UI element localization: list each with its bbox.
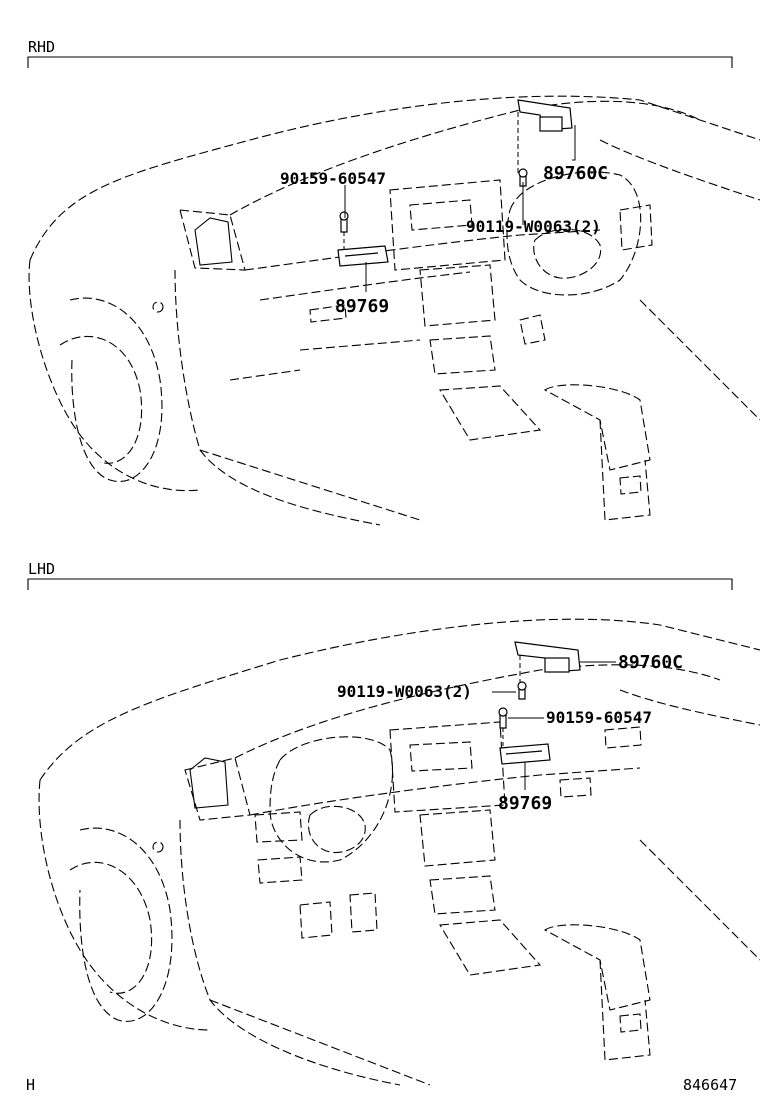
lhd-part-90159-screw bbox=[498, 707, 508, 748]
rhd-part-90159-screw bbox=[339, 211, 349, 250]
section-bracket-rhd bbox=[27, 56, 733, 68]
rhd-car-illustration bbox=[28, 95, 760, 526]
rhd-section: RHD bbox=[27, 38, 760, 526]
part-label-lhd-90159-60547: 90159-60547 bbox=[546, 708, 652, 727]
part-label-rhd-90119-w0063: 90119-W0063(2) bbox=[466, 217, 601, 236]
footer-left-code: H bbox=[26, 1076, 35, 1094]
section-label-rhd: RHD bbox=[28, 38, 55, 56]
part-label-lhd-90119-w0063: 90119-W0063(2) bbox=[337, 682, 472, 701]
part-label-rhd-90159-60547: 90159-60547 bbox=[280, 169, 386, 188]
lhd-section: LHD bbox=[27, 560, 760, 1086]
footer-diagram-number: 846647 bbox=[683, 1076, 737, 1094]
section-label-lhd: LHD bbox=[28, 560, 55, 578]
part-label-lhd-89760c: 89760C bbox=[618, 652, 683, 673]
part-label-lhd-89769: 89769 bbox=[498, 793, 552, 814]
lhd-car-illustration bbox=[38, 618, 760, 1086]
rhd-part-89760c-bracket bbox=[517, 99, 573, 175]
leader-rhd-89760c bbox=[572, 125, 576, 161]
part-label-rhd-89760c: 89760C bbox=[543, 163, 608, 184]
rhd-part-89769-module bbox=[337, 245, 389, 267]
lhd-part-90119-bolt bbox=[517, 681, 527, 700]
section-bracket-lhd bbox=[27, 578, 733, 590]
rhd-part-90119-bolt bbox=[518, 168, 528, 187]
lhd-part-89769-module bbox=[499, 743, 551, 765]
lhd-part-89760c-bracket bbox=[514, 641, 581, 685]
part-label-rhd-89769: 89769 bbox=[335, 296, 389, 317]
